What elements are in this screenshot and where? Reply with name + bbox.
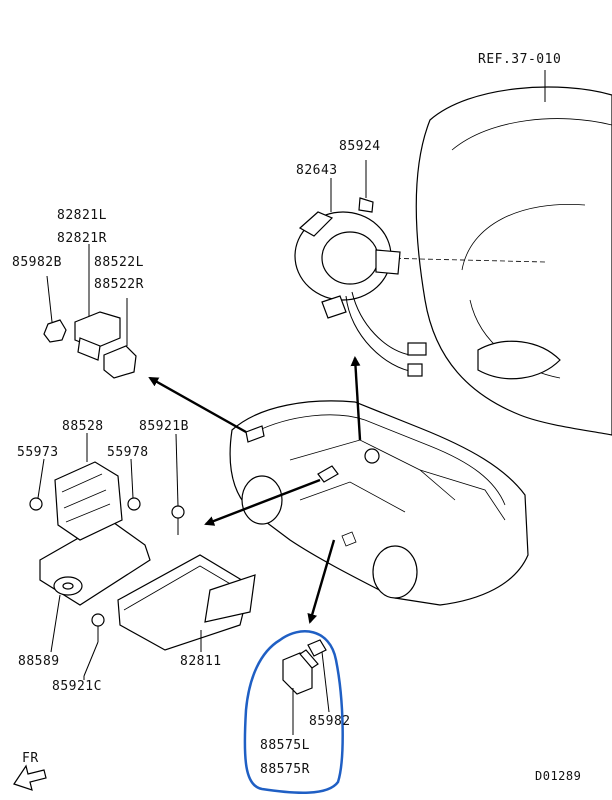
part-number-88575R[interactable]: 88575R: [260, 762, 310, 777]
srs-control-unit-group: [29, 433, 256, 680]
part-number-82811[interactable]: 82811: [180, 654, 222, 669]
highlight-loop: [243, 630, 344, 794]
part-number-85921C[interactable]: 85921C: [52, 679, 102, 694]
reference-label: REF.37-010: [478, 52, 562, 67]
part-number-55973[interactable]: 55973: [17, 445, 59, 460]
part-number-85982[interactable]: 85982: [309, 714, 351, 729]
part-number-88575L[interactable]: 88575L: [260, 738, 310, 753]
side-impact-sensor: [282, 639, 330, 735]
part-number-88522R[interactable]: 88522R: [94, 277, 144, 292]
clock-spring: [294, 160, 427, 377]
front-impact-sensor-group: [43, 244, 137, 379]
part-number-82821R[interactable]: 82821R: [57, 231, 107, 246]
vehicle-body: [229, 400, 529, 606]
part-number-82821L[interactable]: 82821L: [57, 208, 107, 223]
part-number-85982B[interactable]: 85982B: [12, 255, 62, 270]
steering-wheel: [379, 70, 612, 436]
part-number-85921B[interactable]: 85921B: [139, 419, 189, 434]
part-number-85924[interactable]: 85924: [339, 139, 381, 154]
part-number-55978[interactable]: 55978: [107, 445, 149, 460]
front-label: FR: [22, 751, 39, 766]
location-arrows: [148, 356, 362, 624]
part-number-82643[interactable]: 82643: [296, 163, 338, 178]
front-arrow-icon: [13, 764, 47, 791]
part-number-88528[interactable]: 88528: [62, 419, 104, 434]
part-number-88589[interactable]: 88589: [18, 654, 60, 669]
diagram-code: D01289: [535, 769, 582, 783]
part-number-88522L[interactable]: 88522L: [94, 255, 144, 270]
